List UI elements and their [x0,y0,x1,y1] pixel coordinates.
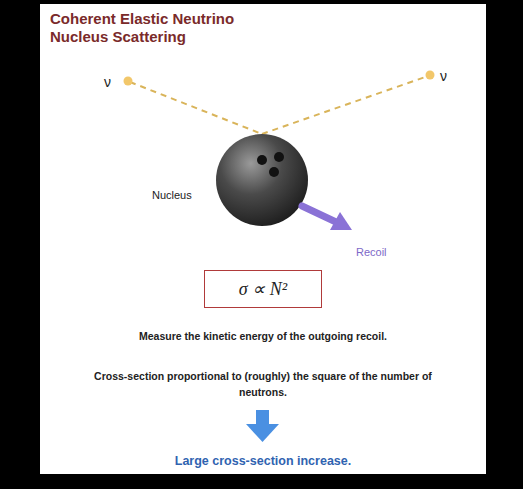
nucleus-hole [257,155,267,165]
neutrino-label: ν [104,72,124,93]
conclusion-text: Large cross-section increase. [52,452,474,471]
incoming-neutrino-path [130,82,262,134]
recoil-arrow [302,206,336,222]
neutrino-label: ν [440,66,460,87]
note-text: Measure the kinetic energy of the outgoi… [52,328,474,344]
formula-text: σ ∝ N² [239,278,287,300]
down-arrow-shaft [256,410,269,426]
nucleus-label: Nucleus [152,187,212,204]
recoil-arrowhead [330,212,352,230]
nucleus-sphere [216,134,308,226]
recoil-label: Recoil [356,244,416,261]
note-text: Cross-section proportional to (roughly) … [80,368,446,400]
formula-box: σ ∝ N² [204,270,322,308]
nucleus-hole [274,152,284,162]
outgoing-neutrino-path [262,76,428,134]
neutrino-dot [426,71,435,80]
neutrino-dot [124,77,133,86]
nucleus-hole [269,167,279,177]
diagram-title: Coherent Elastic Neutrino Nucleus Scatte… [50,10,240,46]
down-arrow-head [246,424,279,442]
